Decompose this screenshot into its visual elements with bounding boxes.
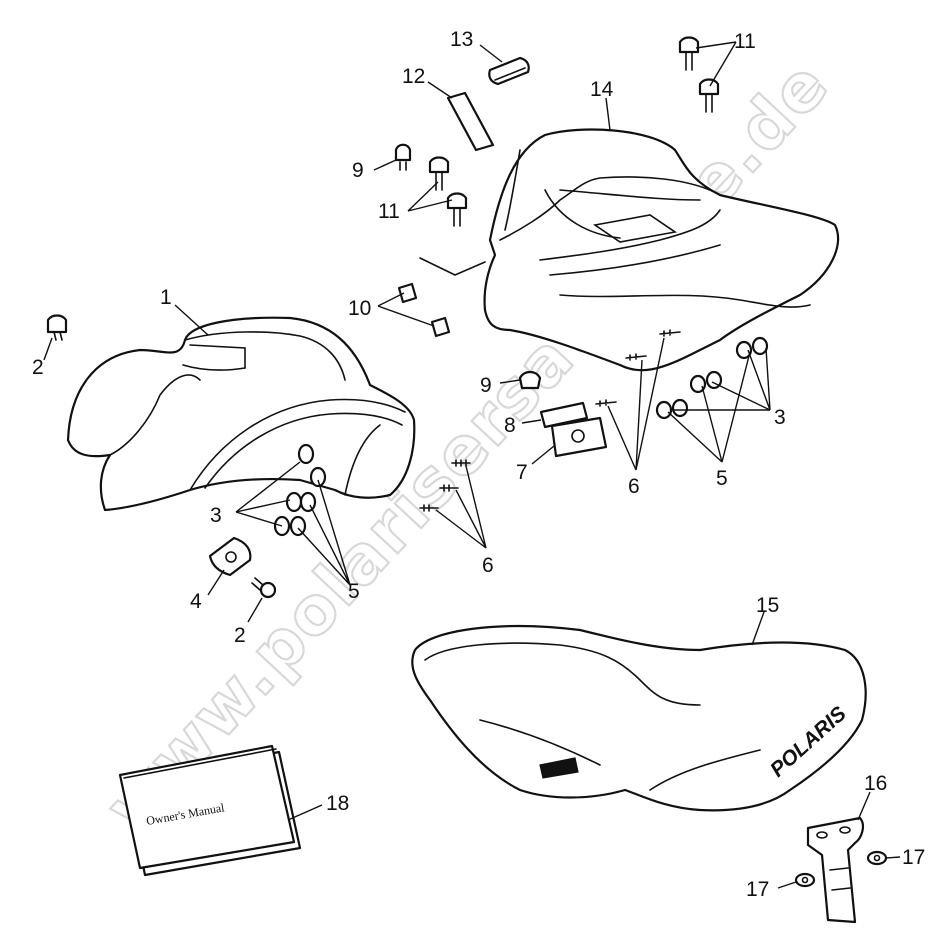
screw-2-bottom: [251, 577, 277, 599]
rack-bracket: [446, 91, 495, 152]
leader-lines: [43, 41, 901, 889]
callout-17-right: 17: [902, 846, 925, 869]
bolts-11-lower: [428, 156, 468, 227]
callout-16: 16: [864, 772, 887, 795]
clip-9-top: [394, 143, 412, 171]
callout-10: 10: [348, 297, 371, 320]
callout-3-rear: 3: [774, 406, 786, 429]
callout-5-front: 5: [348, 580, 360, 603]
callout-11-lower: 11: [378, 200, 400, 223]
callout-13: 13: [450, 28, 473, 51]
callout-6-rear: 6: [628, 475, 640, 498]
washers-rear: [655, 336, 769, 420]
screws-6-rear: [595, 329, 681, 407]
callout-14: 14: [590, 78, 614, 101]
callout-8: 8: [504, 414, 516, 437]
pad-7: [550, 416, 608, 458]
callout-18: 18: [326, 792, 349, 815]
seat-latch-bracket: [806, 816, 864, 924]
front-fender: [66, 316, 416, 512]
clips-10: [397, 282, 451, 338]
callout-15: 15: [756, 594, 779, 617]
callout-2-top: 2: [32, 356, 44, 379]
nut-right: [866, 850, 888, 866]
callout-12: 12: [402, 65, 425, 88]
plate-8: [539, 401, 589, 429]
bolts-11-upper: [678, 36, 720, 113]
callout-4: 4: [190, 590, 202, 613]
callout-2-bottom: 2: [234, 624, 246, 647]
fender-plate-4: [208, 536, 252, 577]
seat: [411, 624, 867, 812]
callout-9-top: 9: [352, 159, 364, 182]
callout-11-top: 11: [734, 30, 756, 53]
callout-6-front: 6: [482, 554, 494, 577]
screws-6-front: [419, 459, 471, 512]
callout-9-lower: 9: [480, 374, 492, 397]
callout-7: 7: [516, 461, 528, 484]
rack-clip: [488, 56, 530, 86]
callout-5-rear: 5: [716, 467, 728, 490]
callout-1: 1: [160, 286, 172, 309]
screw-2-top: [46, 314, 68, 341]
callout-17-left: 17: [746, 878, 769, 901]
rear-fender: [419, 128, 840, 372]
clip-9-lower: [518, 370, 542, 390]
nut-left: [794, 872, 816, 888]
owners-manual: Owner's Manual: [118, 744, 302, 877]
callout-3-front: 3: [210, 504, 222, 527]
